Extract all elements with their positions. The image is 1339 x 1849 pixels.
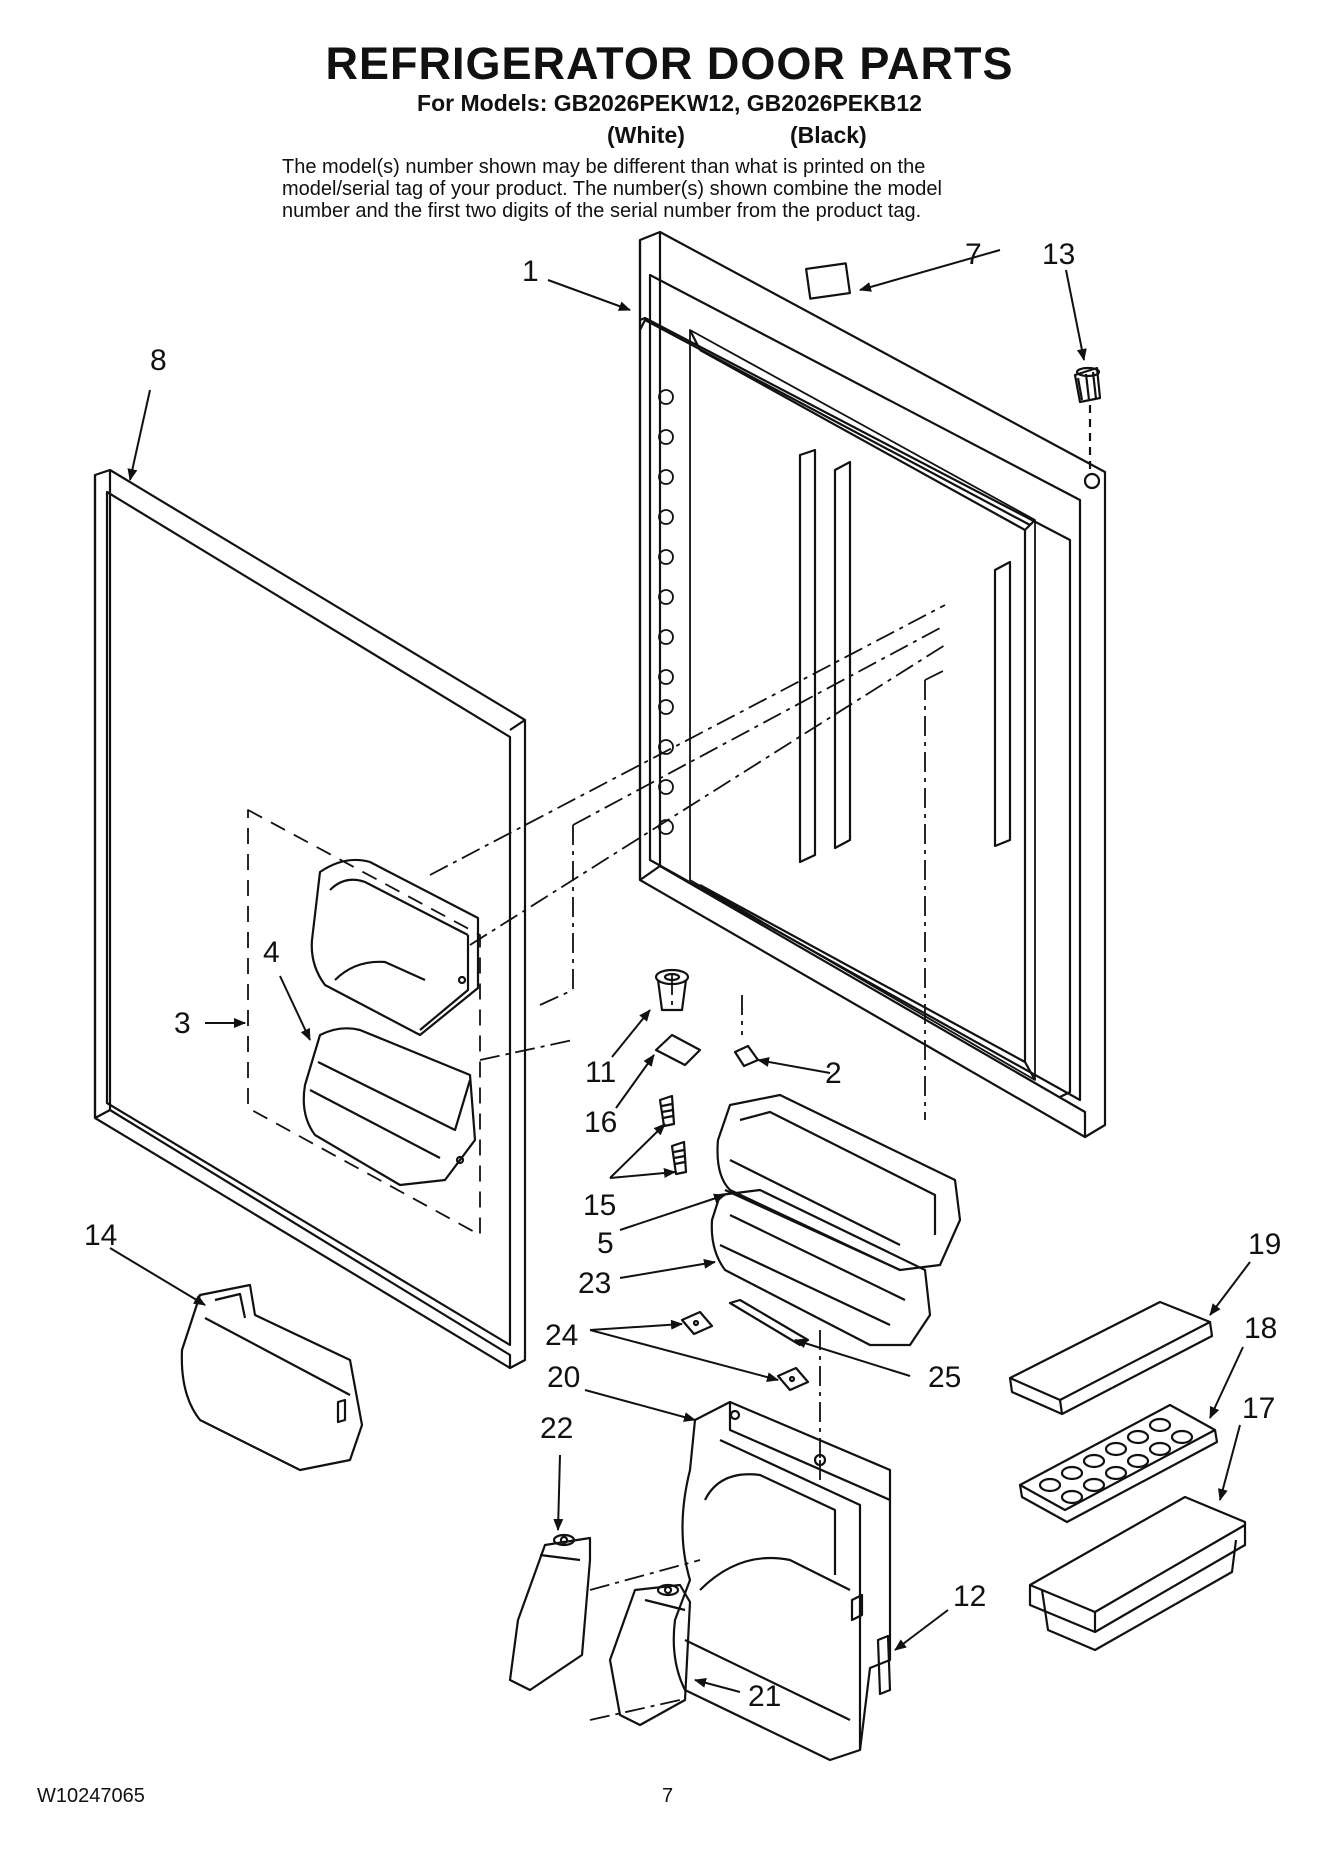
hinge-bracket-part-16 (654, 1033, 702, 1067)
callout-5: 5 (597, 1227, 614, 1260)
alignment-lines (429, 604, 946, 1721)
leader-20 (584, 1389, 696, 1422)
note-line: number and the first two digits of the s… (282, 200, 922, 222)
leader-15b (609, 1168, 676, 1179)
variant-black: (Black) (790, 122, 867, 148)
callout-8: 8 (150, 344, 167, 377)
leader-24b (589, 1329, 779, 1383)
note-line: The model(s) number shown may be differe… (282, 156, 926, 178)
door-bin-part-5 (716, 1093, 962, 1272)
egg-tray-cover-part-19 (1008, 1300, 1214, 1416)
leader-4 (279, 975, 311, 1041)
variant-white: (White) (607, 122, 685, 148)
callout-7: 7 (965, 238, 982, 271)
dispenser-guide-box (247, 809, 481, 1236)
leader-1 (547, 279, 631, 311)
model-note: The model(s) number shown may be differe… (282, 156, 1102, 222)
leader-24a (589, 1319, 683, 1331)
leader-11 (611, 1009, 651, 1058)
callout-4: 4 (263, 936, 280, 969)
model-numbers: For Models: GB2026PEKW12, GB2026PEKB12 (417, 90, 922, 116)
callout-leaders (109, 249, 1251, 1693)
door-stop-plug-part-13 (1073, 366, 1102, 490)
bin-support-part-24 (680, 1310, 810, 1392)
callout-25: 25 (928, 1361, 961, 1394)
strip-part-12 (876, 1634, 892, 1696)
page-title: REFRIGERATOR DOOR PARTS (325, 38, 1014, 89)
leader-22 (553, 1454, 564, 1531)
leader-14 (109, 1247, 206, 1306)
callout-13: 13 (1042, 238, 1075, 271)
leader-15a (609, 1123, 666, 1179)
leader-17 (1218, 1424, 1241, 1501)
callout-1: 1 (522, 255, 539, 288)
callout-12: 12 (953, 1580, 986, 1613)
dispenser-housing-part-20 (672, 1400, 892, 1762)
leader-13 (1065, 269, 1087, 361)
callout-14: 14 (84, 1219, 117, 1252)
utility-bin-part-17 (1028, 1495, 1247, 1652)
callout-15: 15 (583, 1189, 616, 1222)
leader-8 (127, 389, 151, 481)
leader-7 (859, 249, 1001, 292)
callout-11: 11 (585, 1056, 616, 1089)
document-number: W10247065 (37, 1785, 145, 1807)
callout-22: 22 (540, 1412, 573, 1445)
dispenser-cover-part-3 (310, 858, 480, 1037)
screws-part-15 (658, 1094, 688, 1176)
callout-24: 24 (545, 1319, 578, 1352)
leader-19 (1209, 1261, 1251, 1316)
note-line: model/serial tag of your product. The nu… (282, 178, 942, 200)
callout-20: 20 (547, 1361, 580, 1394)
callout-18: 18 (1244, 1312, 1277, 1345)
clip-part-2 (733, 1044, 760, 1068)
leader-18 (1209, 1346, 1244, 1419)
leader-16 (615, 1054, 655, 1109)
callout-3: 3 (174, 1007, 191, 1040)
callout-2: 2 (825, 1057, 842, 1090)
dairy-bin-part-14 (180, 1283, 364, 1472)
dispenser-lever-part-21 (608, 1583, 692, 1727)
callout-23: 23 (578, 1267, 611, 1300)
callout-labels: 1 7 13 8 3 4 11 16 2 15 5 23 24 25 20 22… (84, 238, 1281, 1713)
leader-21 (694, 1678, 741, 1693)
callout-19: 19 (1248, 1228, 1281, 1261)
callout-16: 16 (584, 1106, 617, 1139)
bar-part-25 (728, 1298, 810, 1347)
bushing-part-11 (654, 968, 690, 1012)
door-bin-part-23 (710, 1188, 932, 1347)
callout-21: 21 (748, 1680, 781, 1713)
door-liner-part-1 (638, 230, 1107, 1139)
shelf-peg-holes (658, 389, 674, 835)
dispenser-tray-part-4 (302, 1027, 477, 1187)
leader-5 (619, 1193, 726, 1231)
dispenser-lever-part-22 (508, 1533, 592, 1692)
callout-17: 17 (1242, 1392, 1275, 1425)
leader-2 (757, 1057, 831, 1074)
leader-25 (794, 1338, 911, 1377)
leader-23 (619, 1258, 716, 1279)
leader-12 (894, 1609, 949, 1651)
egg-tray-part-18 (1018, 1403, 1219, 1524)
page-number: 7 (662, 1785, 674, 1807)
label-part-7 (805, 262, 851, 300)
outer-door-panel-part-8 (93, 468, 527, 1370)
